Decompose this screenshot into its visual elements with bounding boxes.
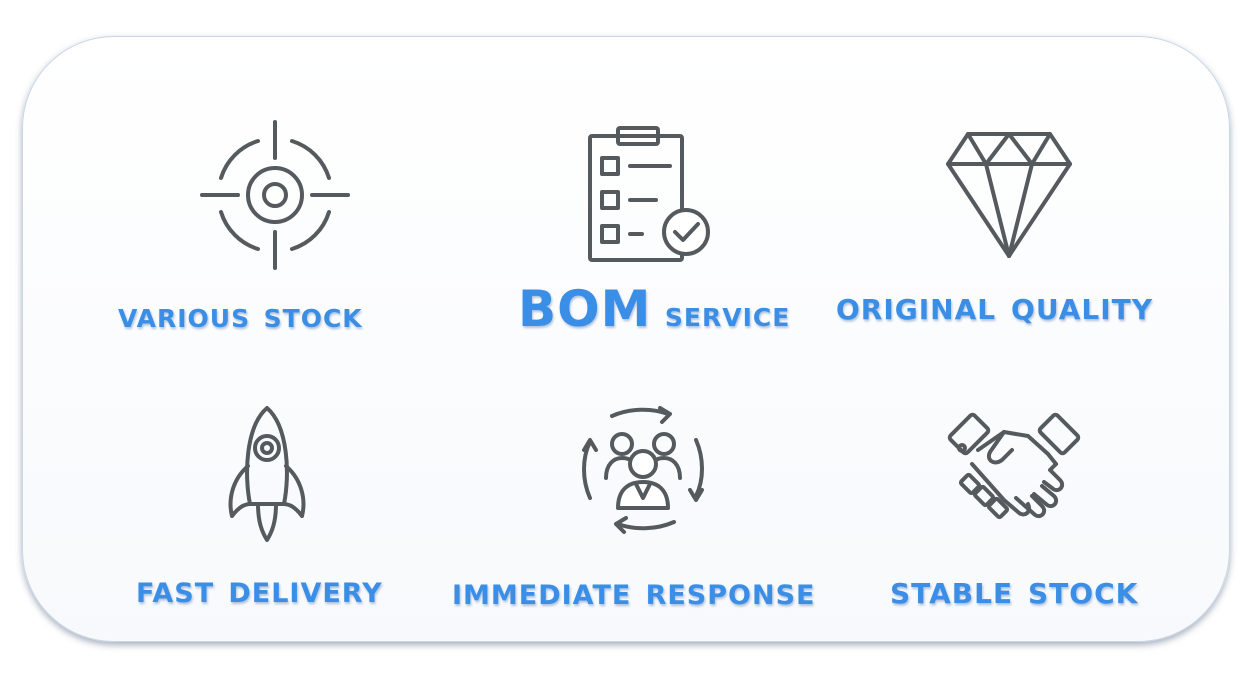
target-crosshair-icon [200, 120, 350, 270]
feature-label-original-quality: Original quality [836, 283, 1154, 329]
clipboard-checklist-icon [586, 126, 716, 264]
feature-label-bom-service: BOM service [518, 280, 791, 338]
bom-abbr: BOM [518, 280, 652, 338]
feature-label-fast-delivery: Fast delivery [136, 567, 383, 611]
handshake-icon [944, 408, 1084, 536]
team-cycle-icon [578, 404, 708, 534]
feature-label-immediate-response: Immediate response [452, 569, 816, 613]
diamond-icon [944, 130, 1074, 260]
rocket-icon [222, 404, 312, 544]
feature-label-stable-stock: Stable stock [890, 567, 1139, 613]
feature-label-various-stock: Various stock [118, 295, 363, 336]
